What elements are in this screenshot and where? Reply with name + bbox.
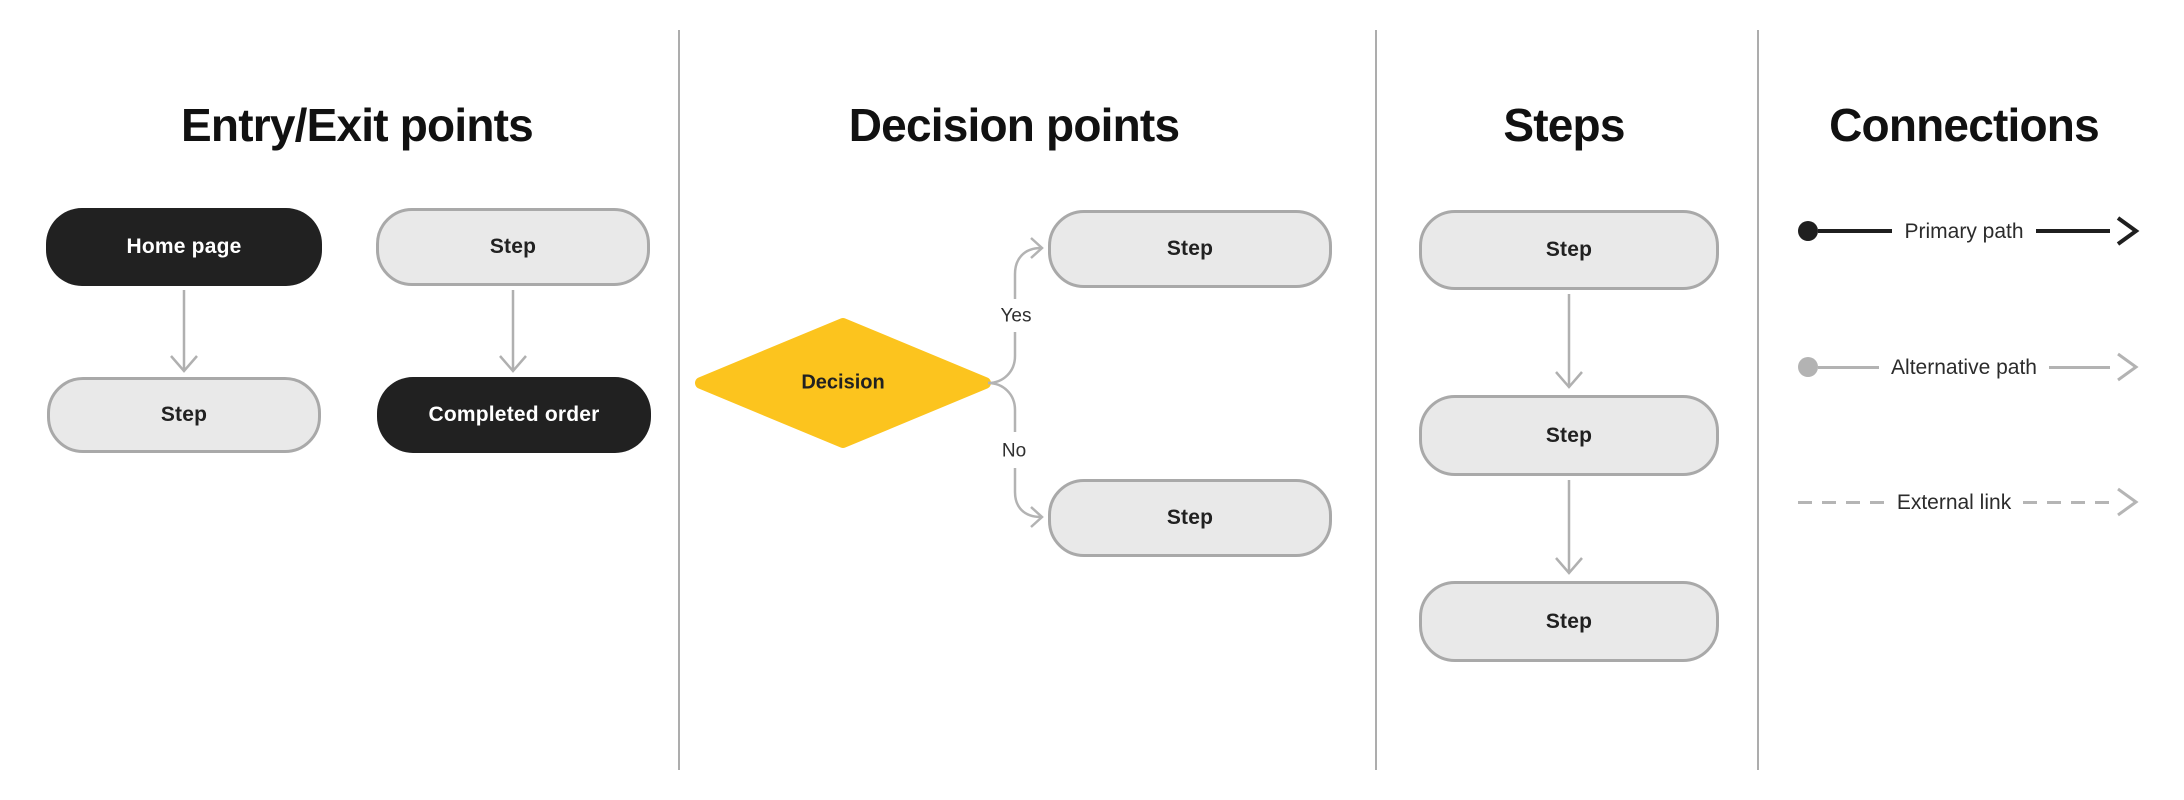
entry-node-home-page[interactable]: Home page [46,208,322,286]
exit-node-completed-order[interactable]: Completed order [377,377,651,453]
node-label: Completed order [428,403,600,426]
step-node[interactable]: Step [1419,581,1719,662]
branch-connector [987,237,1044,528]
legend-label: External link [1896,490,2012,514]
node-label: Home page [126,235,242,258]
arrow-right-icon [2116,216,2140,246]
step-node[interactable]: Step [1419,395,1719,476]
start-dot-icon [1798,357,1818,377]
arrow-right-icon [1030,506,1044,528]
connector-line [2035,229,2111,233]
node-label: Step [1545,238,1593,261]
legend-row-alternative-path: Alternative path [1798,351,2140,383]
legend-label: Alternative path [1891,355,2037,379]
arrow-down-icon [499,290,527,373]
arrow-right-icon [2117,487,2139,517]
node-label: Step [1166,237,1214,260]
arrow-down-icon [1555,480,1583,575]
step-node-no-branch[interactable]: Step [1048,479,1332,557]
node-label: Step [1166,506,1214,529]
step-node-yes-branch[interactable]: Step [1048,210,1332,288]
section-title: Entry/Exit points [181,99,534,151]
arrow-down-icon [1555,294,1583,389]
branch-label-yes: Yes [995,303,1037,329]
section-title: Connections [1829,99,2100,151]
step-node[interactable]: Step [376,208,650,286]
diamond-label: Decision [801,371,885,394]
arrow-down-icon [170,290,198,373]
column-divider [678,30,680,770]
section-title: Steps [1503,99,1625,151]
node-label: Step [489,235,537,258]
connector-line [2048,365,2110,369]
node-label: Step [1545,609,1593,633]
step-node[interactable]: Step [1419,210,1719,290]
connector-line [1818,365,1880,369]
connector-line-dashed [2023,500,2111,504]
start-dot-icon [1798,221,1818,241]
column-divider [1375,30,1377,770]
node-label: Step [160,403,208,426]
node-label: Step [1545,423,1593,447]
column-divider [1757,30,1759,770]
legend-label: Primary path [1904,219,2024,243]
section-title: Decision points [848,99,1180,151]
arrow-right-icon [1030,237,1044,259]
decision-diamond[interactable] [694,317,992,449]
branch-label-no: No [996,438,1032,464]
connector-line-dashed [1798,500,1885,504]
arrow-right-icon [2117,352,2139,382]
connector-line [1818,229,1893,233]
legend-row-external-link: External link [1798,486,2140,518]
legend-row-primary-path: Primary path [1798,215,2140,247]
step-node[interactable]: Step [47,377,321,453]
